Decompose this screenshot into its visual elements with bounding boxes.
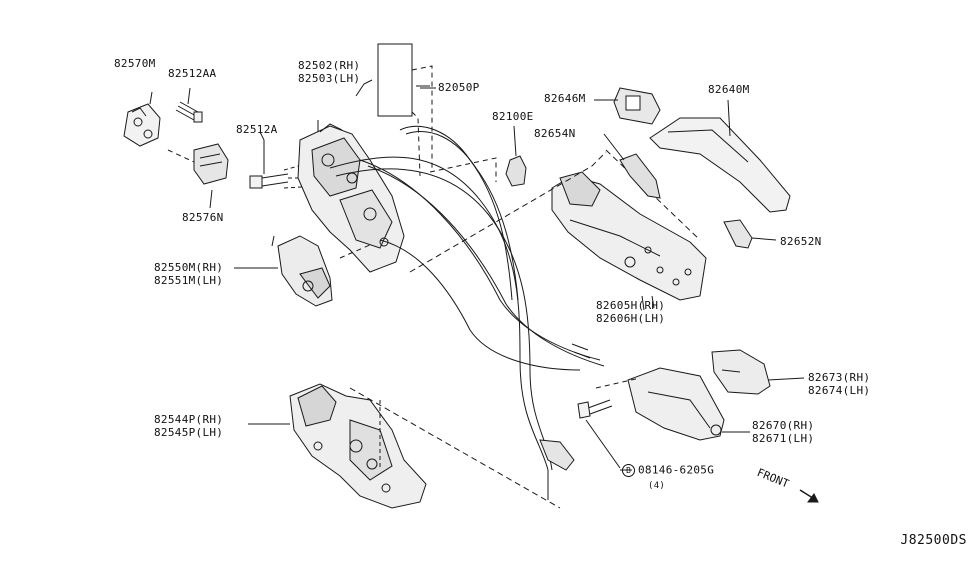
label-82654N: 82654N xyxy=(534,127,576,140)
label-82545P: 82545P(LH) xyxy=(154,426,224,439)
outside-handle-bracket xyxy=(551,171,707,309)
striker-part xyxy=(123,103,161,147)
bolt-code: 08146-6205G xyxy=(638,463,715,477)
label-82503: 82503(LH) xyxy=(298,72,361,85)
label-82605H: 82605H(RH) xyxy=(596,299,666,312)
rear-gasket xyxy=(723,219,753,249)
handle-escutcheon xyxy=(613,87,661,125)
label-82050P: 82050P xyxy=(438,81,480,94)
label-82512AA: 82512AA xyxy=(168,67,217,80)
label-82652N: 82652N xyxy=(780,235,822,248)
label-82551M: 82551M(LH) xyxy=(154,274,224,287)
screw-82512A xyxy=(249,140,289,189)
label-82512A: 82512A xyxy=(236,123,278,136)
diagram-reference-code: J82500DS xyxy=(900,533,967,548)
front-arrow-icon xyxy=(799,489,819,503)
label-82671: 82671(LH) xyxy=(752,432,815,445)
label-82640M: 82640M xyxy=(708,83,750,96)
bolt-08146 xyxy=(577,399,621,469)
label-82570M: 82570M xyxy=(114,57,156,70)
label-82670: 82670(RH) xyxy=(752,419,815,432)
cable-clip xyxy=(505,125,527,187)
label-82646M: 82646M xyxy=(544,92,586,105)
outside-door-handle xyxy=(649,117,791,213)
door-lock-assembly xyxy=(297,120,405,273)
label-bolt-qty: (4) xyxy=(648,481,666,491)
label-82100E: 82100E xyxy=(492,110,534,123)
handle-gasket xyxy=(619,153,661,199)
label-82550M: 82550M(RH) xyxy=(154,261,224,274)
label-82544P: 82544P(RH) xyxy=(154,413,224,426)
inside-handle-cover xyxy=(711,349,771,395)
label-82673: 82673(RH) xyxy=(808,371,871,384)
label-82674: 82674(LH) xyxy=(808,384,871,397)
bolt-circle-b-icon: B xyxy=(622,464,635,477)
label-82606H: 82606H(LH) xyxy=(596,312,666,325)
label-82502: 82502(RH) xyxy=(298,59,361,72)
shim-part xyxy=(193,143,229,185)
cable-rods xyxy=(329,125,605,471)
door-lock-actuator xyxy=(271,235,333,307)
inside-door-handle xyxy=(627,367,725,441)
bolt-82512AA xyxy=(175,101,203,123)
door-latch-assembly xyxy=(289,383,427,509)
spacer-pad xyxy=(377,43,413,117)
label-82576N: 82576N xyxy=(182,211,224,224)
